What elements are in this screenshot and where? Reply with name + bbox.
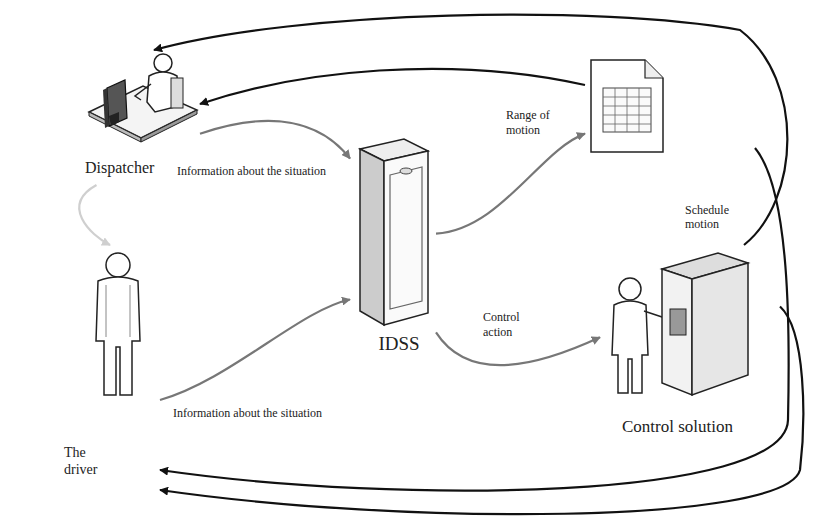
diagram-node: The driver	[60, 245, 160, 495]
operator-body	[612, 301, 648, 393]
server-panel	[390, 167, 422, 309]
flow-arrow	[79, 185, 110, 245]
control-panel	[670, 309, 686, 335]
rack-front	[692, 263, 748, 395]
head	[154, 54, 172, 72]
flow-arrow	[200, 121, 350, 159]
body	[96, 277, 140, 395]
arm-lines	[106, 285, 130, 337]
head	[619, 278, 641, 300]
flow-arrow	[160, 300, 350, 401]
server-button	[400, 168, 412, 174]
monitor-stand	[109, 112, 119, 126]
head	[106, 253, 130, 277]
edge-label: Information about the situation	[172, 406, 323, 421]
flow-arrow	[436, 134, 585, 234]
table-grid	[603, 88, 651, 132]
chair	[171, 78, 183, 108]
node-label: IDSS	[364, 333, 434, 356]
node-label: The driver	[64, 445, 116, 479]
diagram-node: IDSS	[350, 135, 436, 370]
diagram-node: Schedule motion	[585, 58, 755, 238]
server-front	[384, 151, 428, 325]
node-label: Control solution	[622, 417, 772, 437]
control-station	[600, 245, 780, 405]
arm	[135, 84, 151, 100]
monitor	[107, 80, 127, 126]
server-side	[360, 149, 384, 325]
server-icon	[350, 135, 435, 330]
dispatcher-icon	[85, 50, 200, 160]
flow-arrow	[200, 69, 585, 104]
flow-arrow	[160, 148, 789, 491]
diagram-node: Control solution	[600, 245, 780, 450]
edge-label: Control action	[482, 310, 540, 340]
node-label: Schedule motion	[685, 203, 747, 232]
schedule-document	[585, 58, 670, 158]
monitor-side	[103, 88, 109, 128]
page	[591, 60, 663, 152]
edge-label: Information about the situation	[176, 164, 327, 179]
desk-edge	[141, 110, 197, 142]
driver-figure	[60, 245, 160, 405]
rack-side	[662, 269, 692, 395]
desk-edge	[89, 112, 141, 142]
edge-label: Range of motion	[505, 108, 567, 138]
flow-arrow	[154, 15, 787, 245]
page-fold	[645, 60, 663, 78]
grid-lines	[603, 88, 651, 132]
